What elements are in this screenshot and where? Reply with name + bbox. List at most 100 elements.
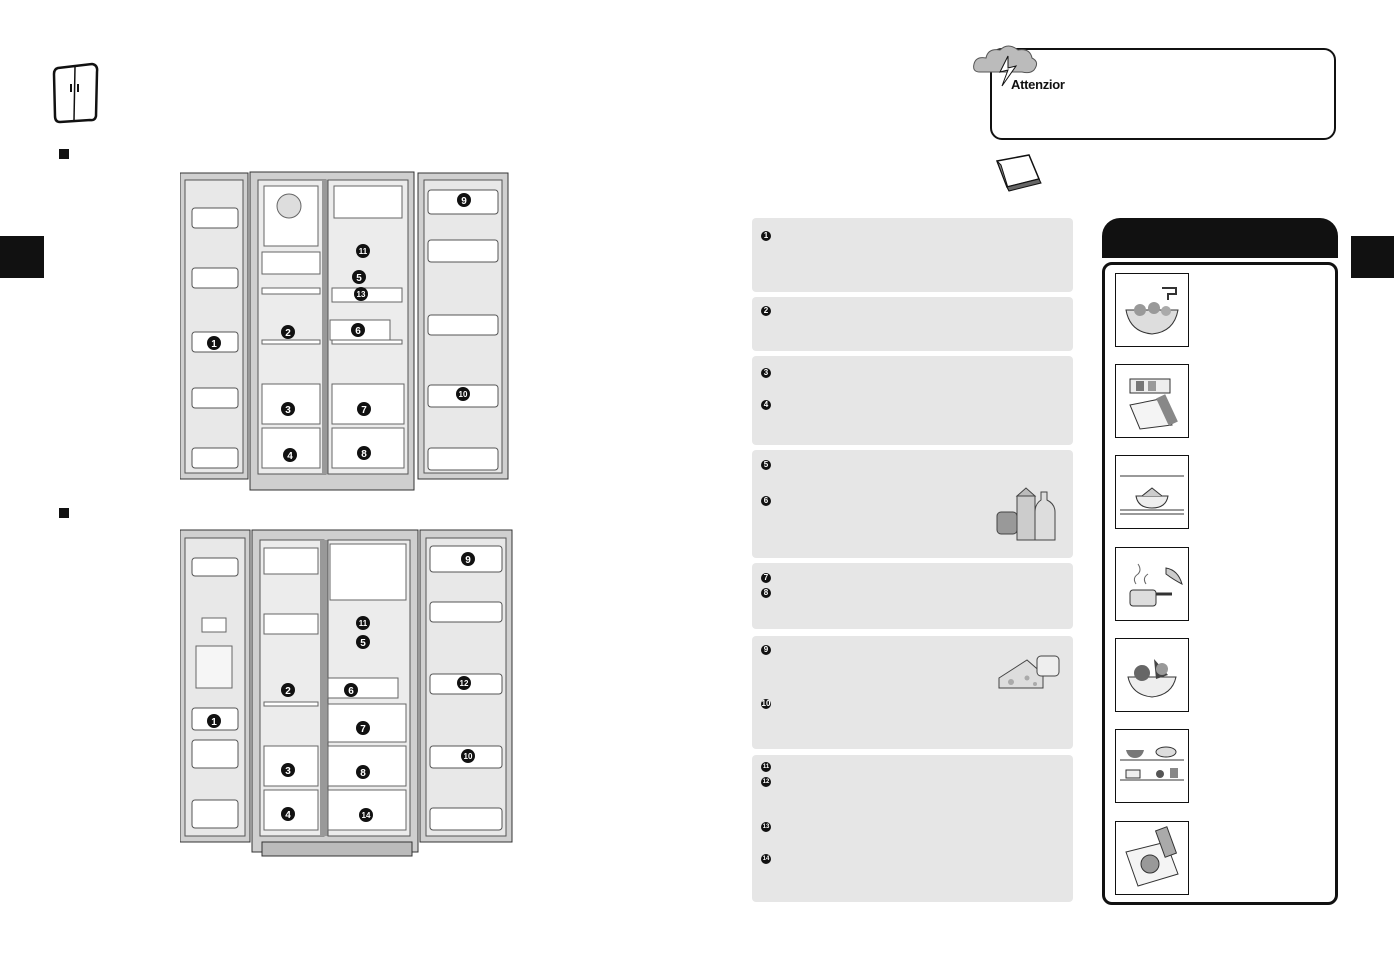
svg-text:3: 3 <box>285 766 291 777</box>
svg-text:3: 3 <box>285 405 291 416</box>
callout-7: 7 <box>356 721 370 735</box>
tip-cooking-pot <box>1115 547 1189 621</box>
note-book-icon <box>995 154 1042 192</box>
svg-text:14: 14 <box>362 811 371 820</box>
warning-label: Attenzior <box>1011 77 1065 92</box>
callout-12: 12 <box>457 676 471 690</box>
info-panel-2: 2 <box>752 297 1073 351</box>
callout-11: 11 <box>356 616 370 630</box>
svg-text:9: 9 <box>465 555 471 566</box>
panel-bullet-8: 8 <box>761 588 771 598</box>
dairy-bottles-icon <box>996 487 1056 541</box>
storage-bag-icon <box>1125 826 1179 887</box>
tips-header <box>1102 218 1338 258</box>
svg-text:11: 11 <box>359 619 368 628</box>
panel-bullet-9: 9 <box>761 645 771 655</box>
fruit-bowl-icon <box>1127 659 1177 698</box>
bowl-on-shelf-icon <box>1120 475 1184 515</box>
callout-10: 10 <box>461 749 475 763</box>
panel-bullet-1: 1 <box>761 231 771 241</box>
panel-bullet-12: 12 <box>761 777 771 787</box>
callout-2: 2 <box>281 683 295 697</box>
callout-5: 5 <box>356 635 370 649</box>
callout-9: 9 <box>461 552 475 566</box>
callout-2: 2 <box>281 325 295 339</box>
callout-7: 7 <box>357 402 371 416</box>
callout-14: 14 <box>359 808 373 822</box>
callout-4: 4 <box>281 807 295 821</box>
svg-text:8: 8 <box>361 449 367 460</box>
svg-text:2: 2 <box>285 328 291 339</box>
panel-bullet-3: 3 <box>761 368 771 378</box>
info-panel-1: 1 <box>752 218 1073 292</box>
panel-bullet-6: 6 <box>761 496 771 506</box>
left-edge-tab <box>0 236 44 278</box>
panel-bullet-10: 10 <box>761 699 771 709</box>
svg-text:5: 5 <box>356 273 362 284</box>
info-panel-7: 11 12 13 14 <box>752 755 1073 902</box>
fridge-b-callouts: 9 11 5 2 6 12 1 7 10 3 8 4 14 <box>207 552 475 822</box>
tip-bowl-on-shelf <box>1115 455 1189 529</box>
callout-9: 9 <box>457 193 471 207</box>
warning-box <box>990 48 1336 140</box>
info-panel-4: 5 6 <box>752 450 1073 558</box>
svg-text:2: 2 <box>285 686 291 697</box>
callout-6: 6 <box>344 683 358 697</box>
callout-8: 8 <box>357 446 371 460</box>
svg-text:12: 12 <box>460 679 469 688</box>
callout-10: 10 <box>456 387 470 401</box>
tip-washing-food <box>1115 273 1189 347</box>
svg-text:6: 6 <box>355 326 361 337</box>
svg-text:5: 5 <box>360 638 366 649</box>
svg-text:1: 1 <box>211 717 217 728</box>
panel-bullet-13: 13 <box>761 822 771 832</box>
svg-text:4: 4 <box>285 810 291 821</box>
section-bullet-b <box>59 508 69 518</box>
callout-4: 4 <box>283 448 297 462</box>
svg-text:8: 8 <box>360 768 366 779</box>
info-panel-6: 9 10 <box>752 636 1073 749</box>
svg-text:13: 13 <box>357 290 366 299</box>
shelf-items-icon <box>1120 746 1184 781</box>
callout-1: 1 <box>207 336 221 350</box>
fridge-diagram-a <box>180 171 509 491</box>
svg-text:7: 7 <box>361 405 367 416</box>
panel-bullet-11: 11 <box>761 762 771 772</box>
svg-text:10: 10 <box>464 752 473 761</box>
callout-13: 13 <box>354 287 368 301</box>
callout-11: 11 <box>356 244 370 258</box>
svg-text:7: 7 <box>360 724 366 735</box>
right-edge-tab <box>1351 236 1394 278</box>
tip-cutting-board <box>1115 364 1189 438</box>
info-panel-3: 3 4 <box>752 356 1073 445</box>
tip-fruit-bowl <box>1115 638 1189 712</box>
svg-text:6: 6 <box>348 686 354 697</box>
svg-text:11: 11 <box>359 247 368 256</box>
panel-bullet-7: 7 <box>761 573 771 583</box>
section-bullet-a <box>59 149 69 159</box>
svg-text:4: 4 <box>287 451 293 462</box>
info-panel-5: 7 8 <box>752 563 1073 629</box>
callout-5: 5 <box>352 270 366 284</box>
washing-food-icon <box>1125 287 1179 335</box>
svg-text:1: 1 <box>211 339 217 350</box>
callout-6: 6 <box>351 323 365 337</box>
tip-storage-bag <box>1115 821 1189 895</box>
storm-cloud-icon <box>973 45 1038 87</box>
callout-3: 3 <box>281 402 295 416</box>
svg-text:9: 9 <box>461 196 467 207</box>
panel-bullet-14: 14 <box>761 854 771 864</box>
callout-8: 8 <box>356 765 370 779</box>
tips-box <box>1102 262 1338 905</box>
fridge-logo-icon <box>52 62 99 124</box>
panel-bullet-5: 5 <box>761 460 771 470</box>
cutting-board-icon <box>1129 378 1178 430</box>
callout-1: 1 <box>207 714 221 728</box>
svg-text:10: 10 <box>459 390 468 399</box>
panel-bullet-2: 2 <box>761 306 771 316</box>
cheese-jar-icon <box>998 655 1060 689</box>
cooking-pot-icon <box>1129 563 1183 607</box>
fridge-a-callouts: 9 11 5 13 2 6 1 10 3 7 4 8 <box>207 193 471 462</box>
callout-3: 3 <box>281 763 295 777</box>
panel-bullet-4: 4 <box>761 400 771 410</box>
